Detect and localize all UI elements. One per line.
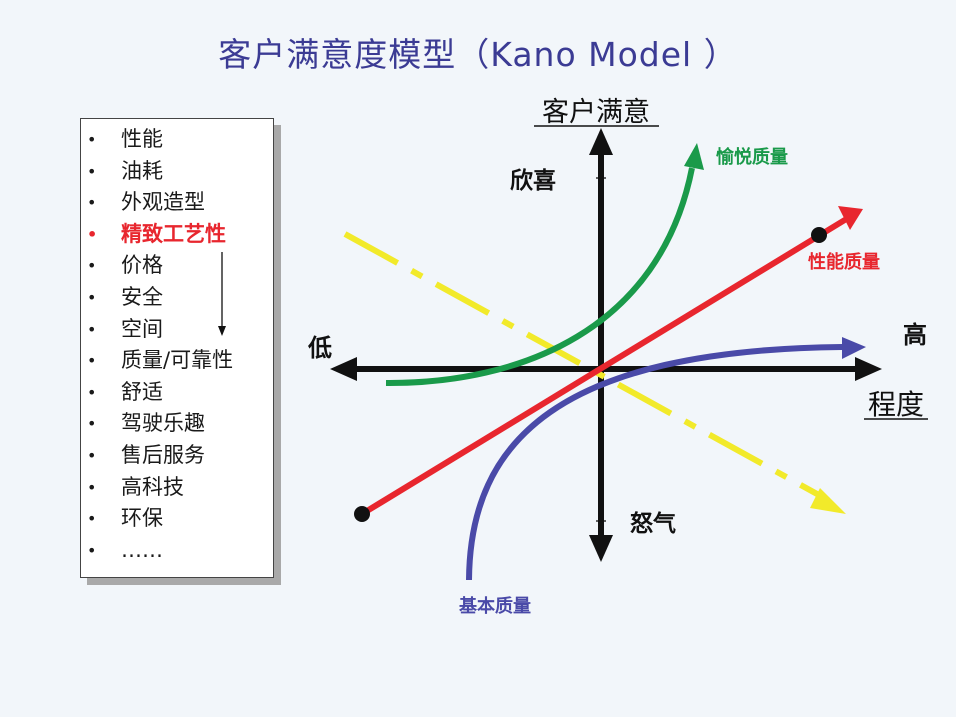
curve-performance-label: 性能质量: [808, 251, 880, 273]
bullet-icon: •: [87, 414, 97, 434]
list-item: • 价格: [81, 250, 273, 282]
list-item-label: 外观造型: [121, 190, 205, 215]
curve-indifferent: [343, 231, 830, 503]
bullet-icon: •: [87, 382, 97, 402]
bullet-icon: •: [87, 509, 97, 529]
bullet-icon: •: [87, 477, 97, 497]
y-top-label: 欣喜: [510, 167, 556, 194]
curve-delight-label: 愉悦质量: [716, 146, 788, 168]
list-item: • 安全: [81, 282, 273, 314]
list-item: • 高科技: [81, 472, 273, 504]
list-item: • 环保: [81, 503, 273, 535]
list-item-label: 质量/可靠性: [121, 348, 234, 373]
list-item-label: 高科技: [121, 474, 184, 499]
attributes-list-panel: • 性能 • 油耗 • 外观造型 • 精致工艺性 • 价格 • 安全 • 空间 • 质量/可靠性 • 舒适 • 驾驶乐…: [80, 118, 274, 578]
list-item: • 舒适: [81, 377, 273, 409]
x-left-label: 低: [307, 334, 332, 362]
list-item: • 空间: [81, 314, 273, 346]
x-axis-title: 程度: [868, 388, 924, 421]
y-bottom-label: 怒气: [630, 510, 676, 537]
x-axis-arrow-left: [330, 357, 357, 381]
curve-delight-arrowhead: [684, 143, 704, 170]
curve-indifferent-arrowhead: [810, 488, 846, 514]
list-item-label: 安全: [121, 284, 163, 309]
list-item-label: ……: [121, 537, 163, 562]
slide-title: 客户满意度模型（Kano Model ）: [218, 35, 738, 74]
bullet-icon: •: [87, 130, 97, 149]
bullet-icon: •: [87, 224, 98, 244]
list-item: • ……: [81, 535, 273, 567]
list-item: • 售后服务: [81, 440, 273, 472]
curve-basic-arrowhead: [842, 337, 866, 359]
bullet-icon: •: [87, 319, 97, 339]
y-axis-arrow-up: [589, 128, 613, 155]
bullet-icon: •: [87, 351, 97, 371]
curve-performance-end-dot: [811, 227, 827, 243]
y-axis-arrow-down: [589, 535, 613, 562]
attributes-list: • 性能 • 油耗 • 外观造型 • 精致工艺性 • 价格 • 安全 • 空间 • 质量/可靠性 • 舒适 • 驾驶乐…: [81, 119, 273, 566]
bullet-icon: •: [87, 256, 97, 276]
list-item-label: 价格: [121, 253, 163, 278]
curve-basic: [466, 344, 843, 581]
curve-basic-label: 基本质量: [458, 595, 531, 617]
list-item: • 外观造型: [81, 187, 273, 219]
list-item-label: 驾驶乐趣: [121, 411, 205, 436]
list-item-label: 售后服务: [121, 442, 205, 467]
list-item-label: 舒适: [121, 379, 163, 404]
y-axis-title: 客户满意: [542, 97, 650, 128]
list-item: • 质量/可靠性: [81, 345, 273, 377]
bullet-icon: •: [87, 161, 97, 181]
curve-performance-start-dot: [354, 506, 370, 522]
list-item-label: 油耗: [121, 158, 163, 183]
list-item-label: 环保: [121, 506, 163, 531]
list-item-label: 性能: [121, 127, 163, 151]
bullet-icon: •: [87, 193, 97, 213]
x-axis-arrow-right: [855, 357, 882, 381]
curve-performance: [360, 215, 850, 517]
list-item-label: 空间: [121, 316, 163, 341]
curve-performance-arrowhead: [838, 206, 863, 230]
list-item: • 驾驶乐趣: [81, 408, 273, 440]
bullet-icon: •: [87, 287, 97, 307]
list-item: • 油耗: [81, 156, 273, 188]
bullet-icon: •: [87, 540, 97, 560]
ranking-arrow-head: [218, 326, 226, 336]
x-right-label: 高: [903, 321, 927, 349]
list-item-label: 精致工艺性: [121, 221, 226, 246]
list-item: • 性能: [81, 124, 273, 156]
curve-delight: [385, 167, 695, 387]
list-item: • 精致工艺性: [81, 219, 273, 251]
bullet-icon: •: [87, 445, 97, 465]
